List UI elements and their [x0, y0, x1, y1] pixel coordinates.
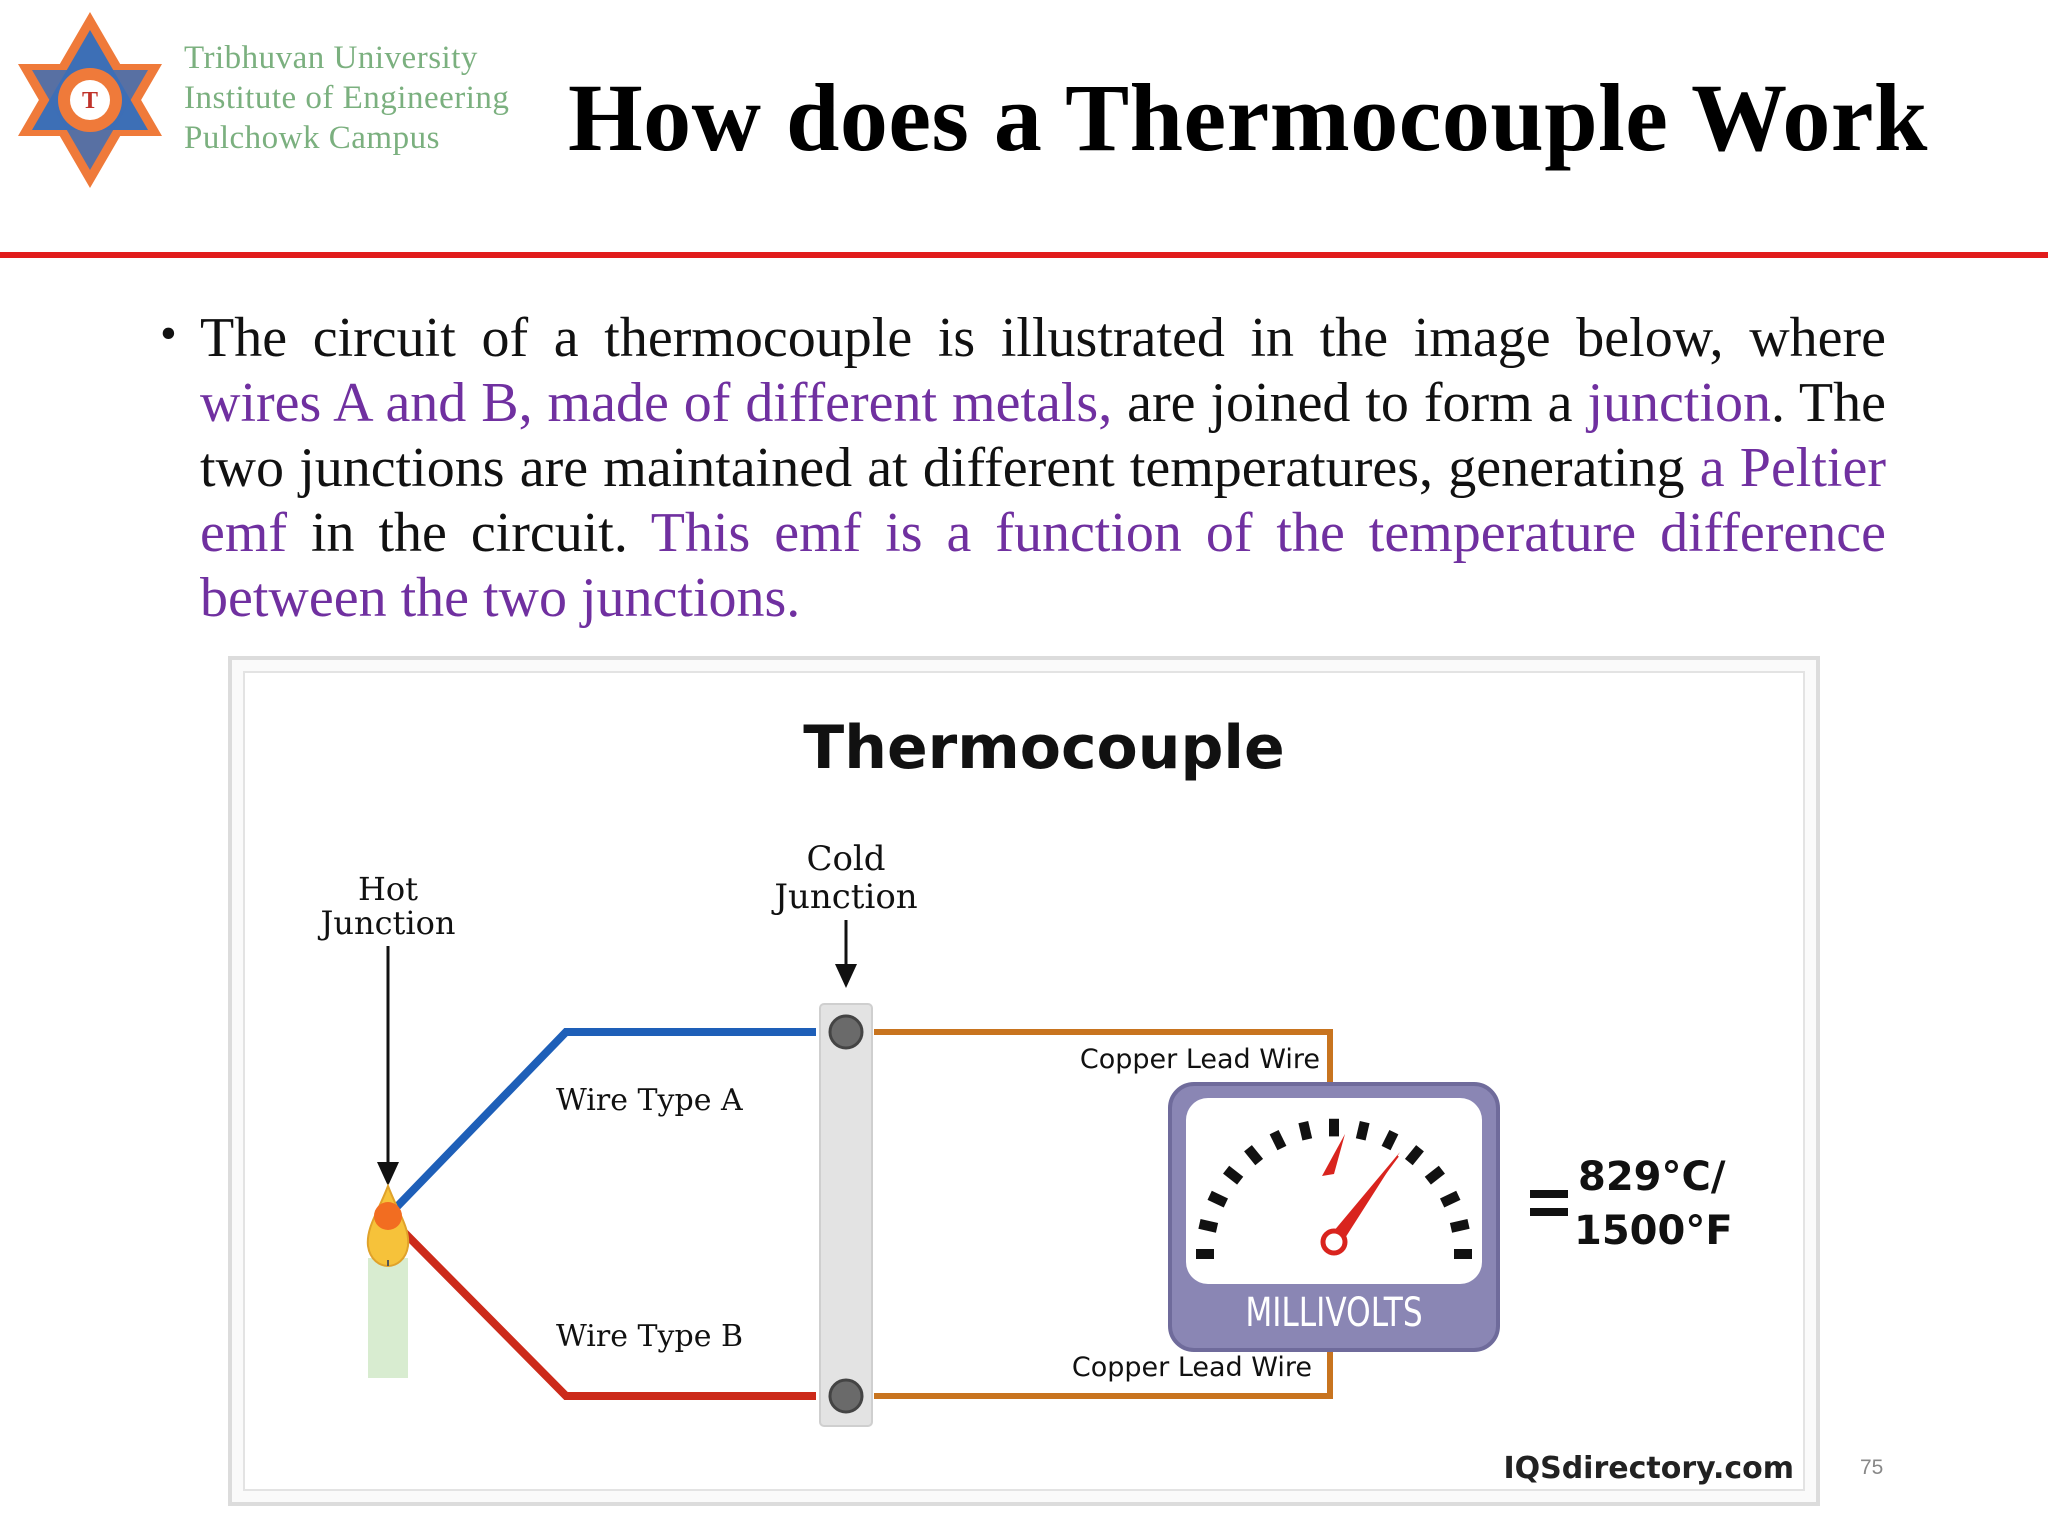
- institution-line-2: Institute of Engineering: [184, 80, 510, 116]
- body-paragraph: The circuit of a thermocouple is illustr…: [200, 306, 1886, 631]
- candle: [368, 1258, 408, 1378]
- cold-junction-arrowhead: [835, 964, 857, 988]
- meter-tick: [1439, 1190, 1461, 1208]
- institution-line-3: Pulchowk Campus: [184, 120, 440, 156]
- header-divider: [0, 252, 2048, 258]
- cold-junction-terminal-top: [828, 1014, 864, 1050]
- meter-tick: [1381, 1129, 1399, 1151]
- meter-tick: [1207, 1190, 1229, 1208]
- highlight-segment: wires A and B, made of different metals,: [200, 372, 1113, 434]
- slide-title: How does a Thermocouple Work: [568, 64, 1928, 171]
- reading-celsius: 829°C/: [1578, 1154, 1726, 1200]
- meter-tick: [1424, 1165, 1445, 1185]
- institution-line-1: Tribhuvan University: [184, 40, 478, 76]
- equals-sign-bottom: [1530, 1208, 1568, 1216]
- svg-text:T: T: [82, 88, 98, 114]
- page-number: 75: [1860, 1456, 1884, 1479]
- text-segment: The circuit of a thermocouple is illustr…: [200, 307, 1886, 369]
- highlight-segment: junction: [1587, 372, 1771, 434]
- meter-label: MILLIVOLTS: [1245, 1290, 1422, 1336]
- university-logo: T: [18, 12, 162, 188]
- meter-tick: [1404, 1145, 1424, 1166]
- hot-junction-dot: [374, 1202, 402, 1230]
- cold-junction-terminal-bottom: [828, 1378, 864, 1414]
- wire-a-label: Wire Type A: [556, 1083, 743, 1118]
- hot-junction-label-line-2: Junction: [318, 904, 456, 942]
- cold-junction-label-line-1: Cold: [806, 839, 885, 879]
- wire-type-a: [385, 1028, 816, 1219]
- cold-junction-label-line-2: Junction: [771, 877, 917, 917]
- meter-tick: [1198, 1219, 1219, 1233]
- wire-b-label: Wire Type B: [556, 1319, 743, 1354]
- meter-tick: [1269, 1129, 1287, 1151]
- meter-tick: [1244, 1145, 1264, 1166]
- meter-tick: [1449, 1219, 1470, 1233]
- meter-scale: [1196, 1118, 1472, 1259]
- meter-needle-hub: [1320, 1228, 1348, 1256]
- copper-lead-wire-bottom: [874, 1352, 1333, 1399]
- copper-lead-wire-top: [874, 1029, 1333, 1084]
- equals-sign-top: [1530, 1190, 1568, 1198]
- meter-needle: [1328, 1152, 1400, 1246]
- diagram-title: Thermocouple: [803, 713, 1284, 783]
- text-segment: . The two junctions are maintained at di…: [200, 372, 1886, 499]
- highlight-segment: This emf is a function of the temperatur…: [200, 502, 1886, 629]
- bullet-icon: •: [160, 307, 177, 360]
- meter-tick: [1355, 1121, 1370, 1141]
- source-credit: IQSdirectory.com: [1503, 1451, 1794, 1486]
- meter-tick: [1223, 1165, 1244, 1185]
- highlight-segment: a Peltier emf: [200, 437, 1886, 564]
- hot-junction-arrowhead: [377, 1162, 399, 1186]
- wire-type-b: [385, 1213, 816, 1400]
- hot-junction-label-line-1: Hot: [358, 870, 418, 908]
- text-segment: are joined to form a: [1112, 372, 1588, 434]
- meter-tick: [1298, 1121, 1313, 1141]
- terminal-block: [819, 1003, 873, 1427]
- thermocouple-diagram: Thermocouple Hot Junction Cold Junction …: [228, 656, 1820, 1506]
- meter-face: [1186, 1098, 1482, 1284]
- copper-bottom-label: Copper Lead Wire: [1072, 1352, 1312, 1383]
- copper-top-label: Copper Lead Wire: [1080, 1044, 1320, 1075]
- text-segment: in the circuit.: [287, 502, 651, 564]
- reading-fahrenheit: 1500°F: [1574, 1208, 1733, 1254]
